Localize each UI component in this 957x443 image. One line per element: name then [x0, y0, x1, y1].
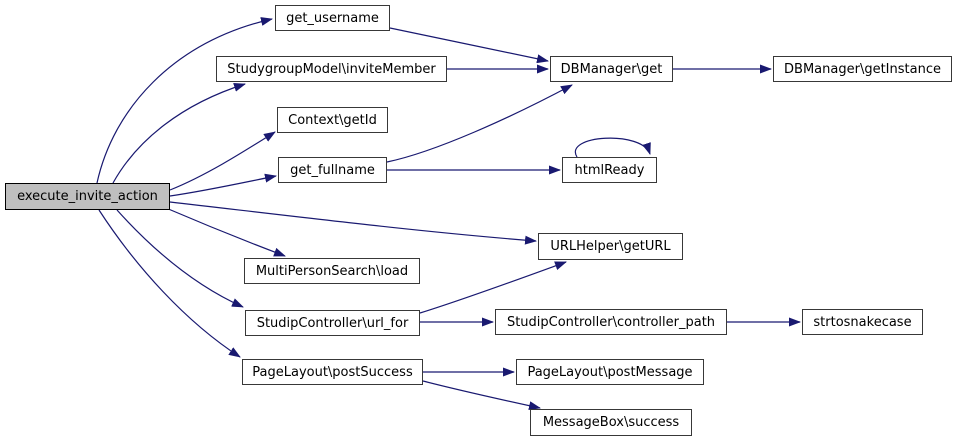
node-success[interactable]: MessageBox\success	[530, 409, 692, 436]
node-url_for[interactable]: StudipController\url_for	[245, 310, 420, 336]
node-strtosnakecase[interactable]: strtosnakecase	[802, 309, 923, 335]
node-htmlReady[interactable]: htmlReady	[562, 157, 657, 183]
node-label-get_fullname: get_fullname	[290, 162, 375, 178]
node-label-load: MultiPersonSearch\load	[255, 263, 409, 279]
node-inviteMember[interactable]: StudygroupModel\inviteMember	[216, 56, 447, 82]
edge-execute_invite_action-to-inviteMember	[112, 83, 246, 184]
node-postSuccess[interactable]: PageLayout\postSuccess	[242, 359, 423, 385]
node-label-url_for: StudipController\url_for	[256, 315, 409, 331]
edge-execute_invite_action-to-url_for	[116, 209, 244, 308]
edge-execute_invite_action-to-get_username	[96, 17, 273, 184]
node-label-success: MessageBox\success	[542, 415, 680, 430]
edge-execute_invite_action-to-get_fullname	[169, 173, 277, 197]
node-controller_path[interactable]: StudipController\controller_path	[495, 309, 727, 335]
node-label-DBManager_get: DBManager\get	[560, 61, 663, 77]
edge-execute_invite_action-to-getURL	[169, 201, 537, 245]
node-postMessage[interactable]: PageLayout\postMessage	[516, 359, 704, 385]
node-label-getInstance: DBManager\getInstance	[784, 61, 941, 77]
edge-postSuccess-to-success	[422, 380, 541, 411]
node-label-inviteMember: StudygroupModel\inviteMember	[227, 61, 436, 77]
node-label-execute_invite_action: execute_invite_action	[17, 189, 158, 204]
node-execute_invite_action[interactable]: execute_invite_action	[5, 183, 170, 210]
node-DBManager_get[interactable]: DBManager\get	[550, 56, 673, 82]
node-load[interactable]: MultiPersonSearch\load	[244, 258, 420, 284]
node-label-getId: Context\getId	[288, 112, 377, 128]
node-label-postSuccess: PageLayout\postSuccess	[252, 364, 413, 380]
edge-get_fullname-to-DBManager_get	[386, 84, 573, 163]
node-label-controller_path: StudipController\controller_path	[506, 314, 716, 330]
node-get_fullname[interactable]: get_fullname	[278, 157, 387, 183]
edges-group	[96, 17, 801, 411]
node-label-postMessage: PageLayout\postMessage	[527, 364, 693, 380]
edge-execute_invite_action-to-postSuccess	[98, 209, 241, 358]
node-getId[interactable]: Context\getId	[277, 107, 388, 133]
node-getURL[interactable]: URLHelper\getURL	[538, 233, 683, 260]
edge-get_username-to-DBManager_get	[389, 27, 549, 64]
node-getInstance[interactable]: DBManager\getInstance	[773, 56, 952, 82]
edge-execute_invite_action-to-getId	[169, 131, 276, 191]
edge-url_for-to-getURL	[419, 261, 567, 314]
edge-htmlReady-to-htmlReady	[574, 137, 651, 158]
node-label-get_username: get_username	[286, 10, 379, 26]
edge-execute_invite_action-to-load	[165, 207, 286, 257]
node-label-getURL: URLHelper\getURL	[550, 239, 671, 254]
node-label-strtosnakecase: strtosnakecase	[813, 314, 912, 330]
node-get_username[interactable]: get_username	[275, 5, 390, 31]
node-label-htmlReady: htmlReady	[574, 162, 645, 178]
